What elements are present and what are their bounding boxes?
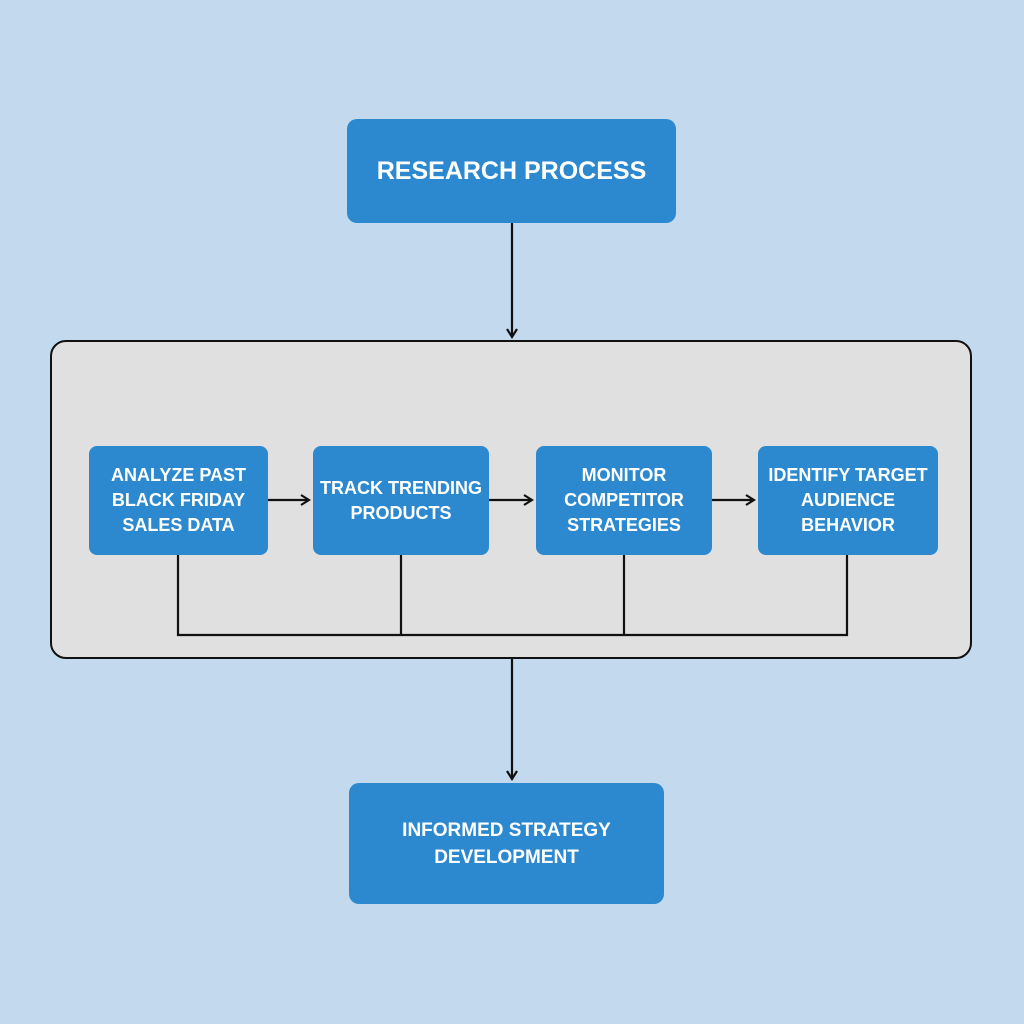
node-label: ANALYZE PAST BLACK FRIDAY SALES DATA (110, 465, 247, 535)
informed-strategy-node: INFORMED STRATEGY DEVELOPMENT (349, 783, 664, 904)
node-label: MONITOR COMPETITOR STRATEGIES (564, 465, 684, 535)
node-label: RESEARCH PROCESS (376, 156, 647, 185)
node-label: INFORMED STRATEGY DEVELOPMENT (402, 819, 611, 868)
node-label: IDENTIFY TARGET AUDIENCE BEHAVIOR (768, 465, 928, 535)
research-process-node: RESEARCH PROCESS (347, 119, 676, 223)
step-analyze-sales-node: ANALYZE PAST BLACK FRIDAY SALES DATA (89, 446, 268, 555)
node-label: TRACK TRENDING PRODUCTS (320, 477, 482, 523)
step-identify-audience-node: IDENTIFY TARGET AUDIENCE BEHAVIOR (758, 446, 938, 555)
step-monitor-competitors-node: MONITOR COMPETITOR STRATEGIES (536, 446, 712, 555)
step-track-trending-node: TRACK TRENDING PRODUCTS (313, 446, 489, 555)
